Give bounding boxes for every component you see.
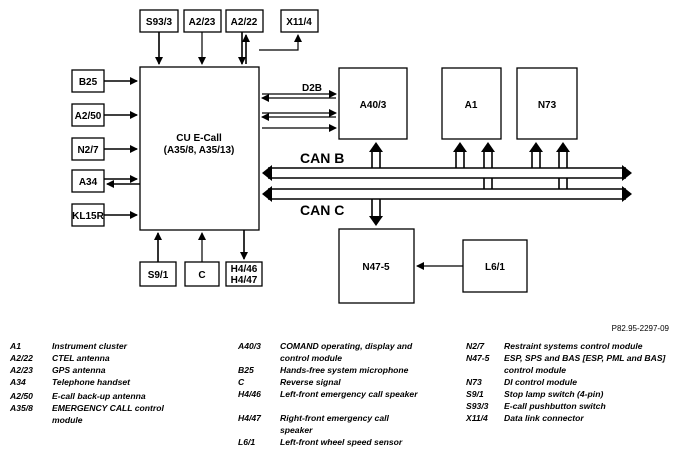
legend-code: A2/50 [10,391,33,401]
legend-desc: Telephone handset [52,377,130,387]
legend-code: A34 [10,377,26,387]
can-b-tap-a1-left [453,142,467,168]
cu-ecall-label: CU E-Call [176,133,222,144]
can-c-right-arrowhead [622,186,632,202]
h4-46-label: H4/46 [231,264,258,275]
cu-ecall-modules: (A35/8, A35/13) [164,145,235,156]
n47-5-label: N47-5 [362,262,390,273]
legend-column-1: A1 Instrument cluster A2/22 CTEL antenna… [10,340,220,450]
can-c-label: CAN C [300,202,344,218]
l6-1-box [462,239,528,293]
legend-desc: Restraint systems control module [504,341,643,351]
a2-23-label: A2/23 [189,17,216,28]
can-b-right-arrowhead [622,165,632,181]
legend-desc: CTEL antenna [52,353,110,363]
legend-desc: E-call back-up antenna [52,391,146,401]
n73-label: N73 [538,100,557,111]
legend-code: N47-5 [466,353,490,363]
a34-label: A34 [79,177,98,188]
a1-box [441,67,502,140]
legend-desc: Left-front wheel speed sensor [280,437,403,447]
can-b-tap-a1-right [481,142,495,189]
legend-code: B25 [238,365,254,375]
n2-7-label: N2/7 [77,145,99,156]
can-b-tap-n73-right [556,142,570,189]
a1-label: A1 [465,100,478,111]
can-b-left-arrowhead [262,165,272,181]
a2-50-label: A2/50 [75,111,102,122]
legend-desc: Reverse signal [280,377,341,387]
can-b-bus [268,168,626,178]
h4-speakers-box [225,261,263,287]
a2-22-label: A2/22 [231,17,258,28]
can-c-tap-n47-5 [369,199,383,226]
b25-label: B25 [79,77,98,88]
can-b-tap-a40-3 [369,142,383,168]
legend-desc: Right-front emergency call speaker [280,413,389,435]
l6-1-label: L6/1 [485,262,505,273]
legend-column-2: A40/3 COMAND operating, display and cont… [238,340,453,450]
legend-code: A1 [10,341,21,351]
legend-desc: COMAND operating, display and control mo… [280,341,413,363]
a40-3-box [338,67,408,140]
can-b-label: CAN B [300,150,344,166]
legend-code: S9/1 [466,389,484,399]
legend-code: A35/8 [10,403,33,413]
cu-ecall-box [139,66,260,231]
legend-code: C [238,377,245,387]
legend-code: H4/46 [238,389,261,399]
c-box [184,261,220,287]
legend-desc: EMERGENCY CALL control module [52,403,164,425]
n73-box [516,67,578,140]
a2-22-box [225,9,264,33]
figure-id: P82.95-2297-09 [612,324,670,333]
s9-1-box [139,261,177,287]
legend-desc: Data link connector [504,413,584,423]
c-label: C [198,270,205,281]
kl15r-label: KL15R [72,211,104,222]
legend-desc: ESP, SPS and BAS [ESP, PML and BAS] cont… [504,353,666,375]
d2b-label: D2B [302,83,322,94]
legend-desc: Instrument cluster [52,341,127,351]
legend-code: S93/3 [466,401,489,411]
x11-4-label: X11/4 [286,17,312,28]
can-c-left-arrowhead [262,186,272,202]
legend-code: A40/3 [238,341,261,351]
a34-box [71,169,105,193]
legend-column-3: N2/7 Restraint systems control module N4… [466,340,674,450]
legend-desc: E-call pushbutton switch [504,401,606,411]
s93-3-label: S93/3 [146,17,173,28]
legend-desc: Stop lamp switch (4-pin) [504,389,604,399]
can-b-tap-n73-left [529,142,543,168]
x11-4-box [280,9,319,33]
legend-desc: Left-front emergency call speaker [280,389,418,399]
legend-code: X11/4 [466,413,488,423]
legend-code: H4/47 [238,413,261,423]
legend-code: A2/23 [10,365,33,375]
legend-code: N2/7 [466,341,485,351]
x11-4-arrow [259,34,302,51]
legend-desc: GPS antenna [52,365,106,375]
legend-code: N73 [466,377,482,387]
a40-3-label: A40/3 [360,100,387,111]
s9-1-label: S9/1 [148,270,169,281]
legend-code: L6/1 [238,437,256,447]
h4-47-label: H4/47 [231,275,258,286]
legend-desc: DI control module [504,377,578,387]
n47-5-box [338,228,415,304]
legend-code: A2/22 [10,353,33,363]
legend-desc: Hands-free system microphone [280,365,409,375]
